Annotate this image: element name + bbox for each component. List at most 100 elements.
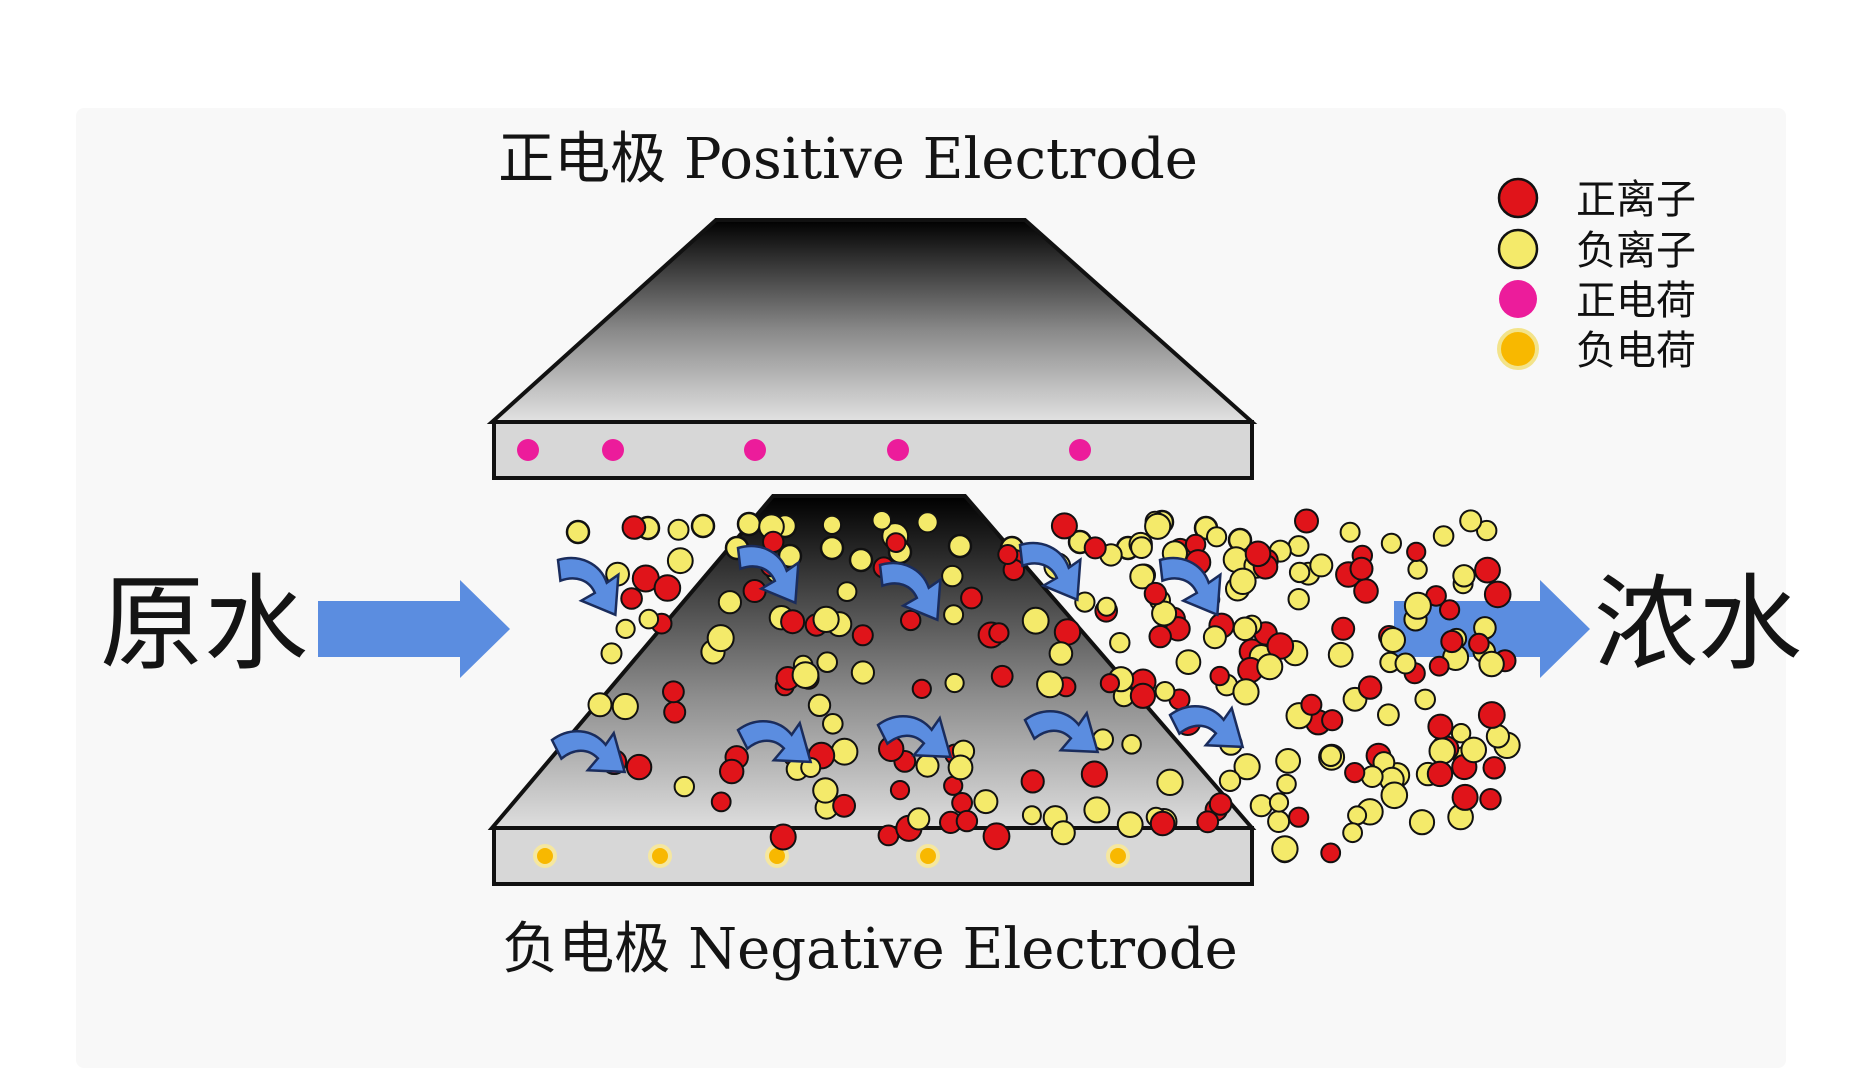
negative-ion [973, 789, 999, 815]
negative-ion [1050, 820, 1076, 846]
negative-ion [666, 547, 694, 575]
positive-ion [1321, 709, 1344, 732]
positive-ion [621, 515, 647, 540]
positive-electrode-title: 正电极 Positive Electrode [498, 127, 1198, 192]
negative-charge-dot [648, 844, 672, 868]
flow-arrow-icon [876, 714, 953, 759]
negative-ion [1232, 616, 1258, 642]
positive-charge-dot [1069, 439, 1091, 461]
negative-charge-dot [533, 844, 557, 868]
positive-ion [900, 609, 922, 632]
positive-ion [1451, 783, 1479, 811]
negative-ion [1377, 703, 1400, 727]
negative-ion [871, 510, 893, 531]
legend-label: 负离子 [1576, 228, 1696, 274]
negative-ion [1232, 678, 1260, 706]
negative-ion [1036, 670, 1064, 699]
positive-ion [1294, 508, 1319, 534]
negative-ion [1309, 553, 1334, 578]
positive-ion [1196, 810, 1220, 834]
positive-ion [955, 809, 979, 833]
positive-ion [1482, 756, 1506, 780]
negative-ion [1288, 561, 1311, 584]
positive-ion [911, 678, 932, 700]
negative-ion [1347, 805, 1368, 826]
positive-ion [982, 822, 1011, 851]
positive-ion [1300, 693, 1323, 716]
negative-charge-dot [916, 844, 940, 868]
negative-ion [830, 737, 859, 766]
positive-charge-dot [602, 439, 624, 461]
negative-ion [816, 651, 839, 674]
positive-ion [1209, 665, 1230, 687]
negative-ion [565, 519, 591, 545]
negative-ion [736, 511, 762, 537]
negative-ion [1074, 591, 1096, 613]
negative-ion [1342, 822, 1363, 844]
negative-ion [1154, 681, 1176, 702]
flow-arrow-icon [1158, 556, 1222, 617]
negative-ion [1271, 835, 1299, 863]
negative-ion [1256, 653, 1284, 681]
negative-ion [812, 605, 840, 634]
positive-ion [663, 700, 687, 724]
inlet-arrow [318, 580, 510, 678]
positive-ion [851, 624, 874, 647]
positive-ion [1020, 769, 1045, 794]
positive-ion [1483, 580, 1512, 609]
outlet-label: 浓水 [1594, 563, 1802, 685]
negative-ion [667, 518, 690, 541]
negative-ion [915, 753, 940, 778]
negative-ion [1476, 519, 1498, 542]
positive-ion [1477, 701, 1506, 729]
negative-ion [1339, 521, 1361, 543]
positive-ion [653, 574, 682, 602]
positive-ion [960, 586, 983, 610]
positive-charge-dot [744, 439, 766, 461]
negative-ion [600, 642, 623, 665]
positive-ion [1427, 713, 1454, 740]
negative-ion [819, 535, 845, 561]
flow-arrow-icon [878, 561, 942, 622]
positive-ion [1479, 788, 1502, 811]
positive-charge-dot [517, 439, 539, 461]
negative-ion [812, 777, 839, 804]
positive-ion [1428, 655, 1450, 677]
negative-ion [1452, 564, 1476, 588]
negative-ion [690, 513, 716, 539]
negative-ion [1175, 649, 1202, 675]
flow-arrow-icon [556, 556, 620, 617]
negative-charge-dot [1106, 844, 1130, 868]
negative-ion [1460, 736, 1487, 764]
negative-ion [1360, 765, 1384, 788]
yellow-circle-icon [1497, 228, 1539, 270]
legend-item-negative-ion: 负离子 [1497, 228, 1696, 274]
legend-item-positive-ion: 正离子 [1497, 177, 1696, 223]
positive-ion [742, 579, 767, 603]
negative-ion [836, 581, 858, 602]
positive-ion [1208, 792, 1233, 816]
legend-label: 正离子 [1576, 177, 1696, 223]
negative-ion [944, 672, 965, 694]
positive-ion [1349, 556, 1374, 581]
negative-ion [1268, 792, 1290, 813]
negative-ion [587, 692, 613, 718]
positive-ion [951, 792, 973, 814]
positive-ion [988, 622, 1010, 644]
negative-electrode [487, 494, 1257, 886]
positive-ion [625, 753, 653, 781]
positive-ion [889, 780, 911, 801]
negative-ion [638, 608, 660, 630]
negative-ion [1151, 600, 1178, 627]
negative-ion [1096, 596, 1117, 617]
negative-ion [1233, 753, 1261, 781]
negative-ion [1130, 536, 1153, 559]
flow-arrow-icon [736, 544, 800, 605]
positive-ion [997, 544, 1019, 565]
negative-ion [1276, 773, 1297, 795]
negative-ion [1275, 748, 1301, 774]
positive-ion [1288, 806, 1310, 828]
negative-ion [1394, 652, 1417, 675]
negative-ion [1327, 641, 1354, 668]
